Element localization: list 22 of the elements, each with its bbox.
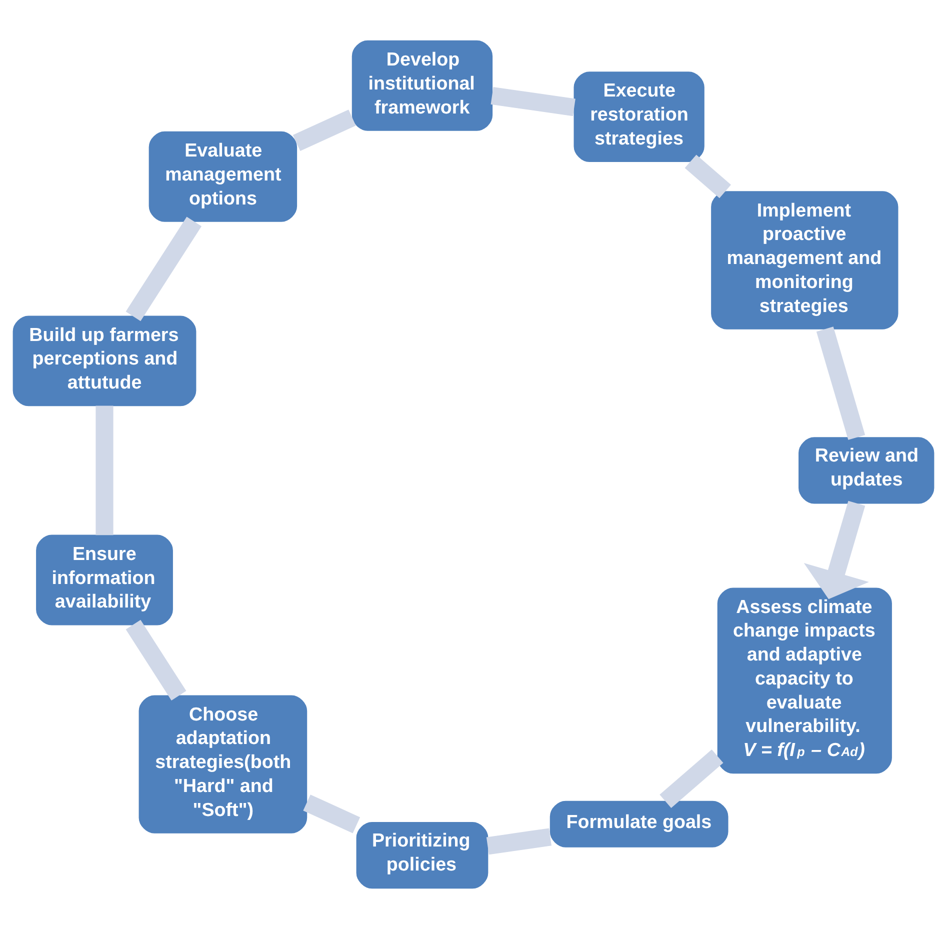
connector	[816, 326, 866, 440]
node-box: Execute restoration strategies	[574, 72, 704, 162]
connector	[486, 828, 552, 855]
connector	[490, 86, 576, 116]
node-box: Implement proactive management and monitoring strategies	[711, 191, 898, 330]
node-box: Choose adaptation strategies(both "Hard" and "Soft")	[138, 695, 308, 834]
arrow	[804, 500, 869, 600]
node-box: Develop institutional framework	[352, 40, 493, 131]
node-box: Prioritizing policies	[356, 822, 488, 889]
connector	[292, 110, 356, 151]
connector	[126, 620, 186, 700]
node-box: Assess climate change impacts and adaptive capacity to evaluate vulnerability. V = f(Ip – CAd)	[717, 588, 892, 774]
node-box: Formulate goals	[550, 800, 728, 848]
connector	[96, 406, 114, 536]
node-box: Ensure information availability	[36, 534, 173, 626]
node-box: Build up farmers perceptions and attutude	[12, 316, 196, 406]
connector	[126, 216, 202, 322]
node-box: Evaluate management options	[148, 131, 298, 222]
connector	[684, 154, 731, 198]
connector	[303, 794, 360, 834]
connector	[660, 750, 724, 808]
node-box: Review and updates	[798, 437, 934, 504]
